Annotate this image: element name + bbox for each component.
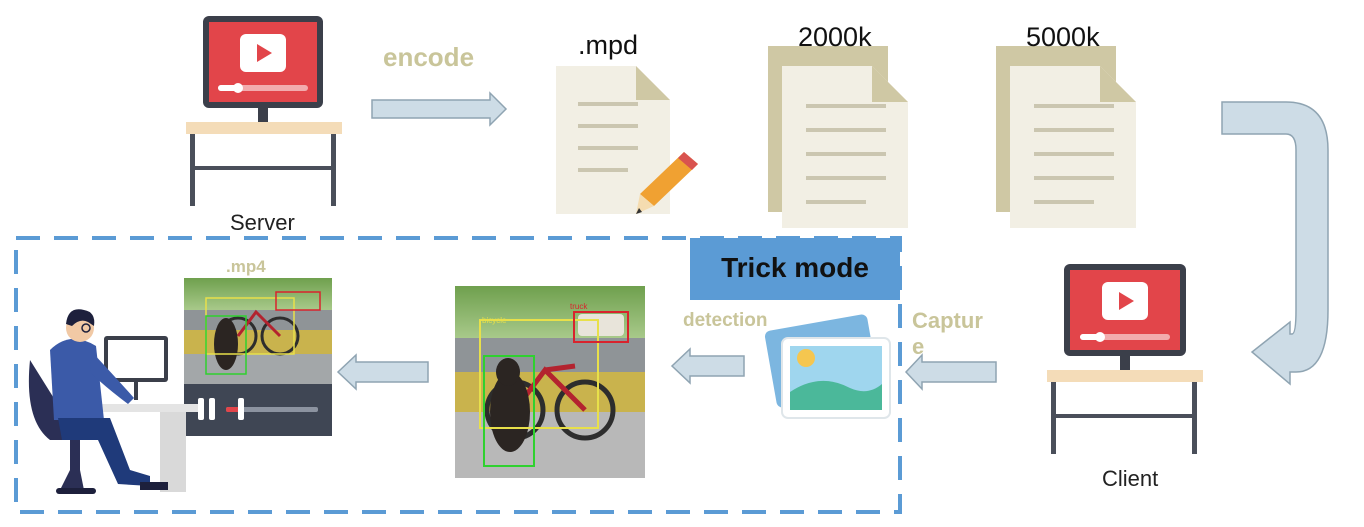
bicycle-tag: bicycle [482,316,507,325]
image-capture-icon [764,314,891,419]
trick-mode-label: Trick mode [721,252,869,283]
client-monitor-icon [1047,264,1203,454]
encode-arrow [371,91,508,127]
mp4-label: .mp4 [226,257,266,276]
mpd-label: .mpd [578,30,639,60]
document-icon [996,46,1136,228]
quality-5000k-label: 5000k [1026,22,1100,52]
delivery-curved-arrow [1221,101,1329,386]
truck-tag: truck [570,302,588,311]
server-label: Server [230,210,295,235]
client-label: Client [1102,466,1159,491]
video-player-icon [184,278,332,436]
document-icon [768,46,908,228]
detection-label: detection [683,310,768,331]
server-monitor-icon [186,16,342,206]
capture-label-line1: Captur [912,308,983,333]
document-icon [556,66,670,214]
detection-arrow [670,347,745,385]
trick-mode-box: Trick mode [690,238,900,300]
detection-photo [455,286,645,478]
person-at-desk-icon [28,309,198,494]
playback-arrow [336,353,429,391]
pencil-icon [636,152,698,214]
encode-label: encode [383,42,475,72]
capture-arrow [904,353,997,391]
trick-mode-region [14,236,902,514]
capture-label-line2: e [912,334,925,359]
quality-2000k-label: 2000k [798,22,872,52]
